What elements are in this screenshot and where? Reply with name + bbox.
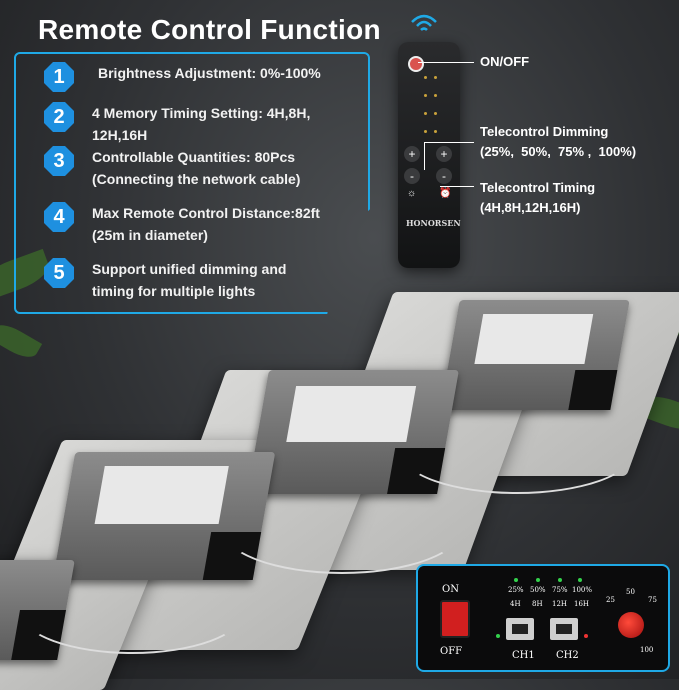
switch-on-label: ON [442,584,459,595]
dial-label-75: 75 [648,596,657,604]
feature-item-4: 4 Max Remote Control Distance:82ft (25m … [44,202,362,246]
remote-control: + + - - ☼ ⏰ HONORSEN [398,42,461,268]
switch-off-label: OFF [440,646,463,657]
feature-number-badge: 5 [44,258,74,288]
feature-text: Controllable Quantities: 80Pcs (Connecti… [92,149,301,187]
power-button[interactable] [408,56,424,72]
ch1-led [496,634,500,638]
wireless-signal-icon [411,14,437,31]
time-label-12h: 12H [552,600,568,608]
status-led [558,578,562,582]
dim-label-25: 25% [508,586,524,594]
dimming-leader-vertical [424,142,425,170]
network-cable-1 [400,410,634,494]
dim-label-75: 75% [552,586,568,594]
dim-label-100: 100% [572,586,593,594]
features-frame [14,52,370,314]
timing-callout-title: Telecontrol Timing [480,180,596,195]
dimmer-knob[interactable] [618,612,644,638]
feature-item-5: 5 Support unified dimming and timing for… [44,258,362,302]
feature-text: Support unified dimming and timing for m… [92,261,287,299]
status-led [578,578,582,582]
dim-minus-button[interactable]: - [404,168,420,184]
feature-text: Brightness Adjustment: 0%-100% [98,65,321,81]
driver-label [286,386,417,442]
led-driver-1 [440,300,630,410]
control-panel-closeup: ON OFF 25% 50% 75% 100% 4H 8H 12H 16H CH… [416,564,670,672]
driver-label [474,314,594,364]
dim-label-50: 50% [530,586,546,594]
remote-brand-label: HONORSEN [406,218,461,228]
feature-item-1: 1 Brightness Adjustment: 0%-100% [44,62,358,92]
driver-control-face [568,370,618,410]
dial-label-100: 100 [640,646,654,654]
page-title: Remote Control Function [38,14,381,45]
power-switch[interactable] [440,600,470,638]
timer-plus-button[interactable]: + [436,146,452,162]
dimming-leader-line [424,142,474,143]
dial-label-50: 50 [626,588,635,596]
alarm-clock-icon: ⏰ [439,188,452,199]
driver-label [94,466,229,524]
feature-number-badge: 3 [44,146,74,176]
feature-item-2: 2 4 Memory Timing Setting: 4H,8H, 12H,16… [44,102,362,146]
time-label-16h: 16H [574,600,590,608]
timing-leader-line [440,186,474,187]
ch1-network-port[interactable] [506,618,534,640]
onoff-callout: ON/OFF [480,54,530,69]
feature-text: 4 Memory Timing Setting: 4H,8H, 12H,16H [92,105,311,143]
timing-callout-values: (4H,8H,12H,16H) [480,200,581,215]
time-label-4h: 4H [510,600,521,608]
dim-plus-button[interactable]: + [404,146,420,162]
dial-label-25: 25 [606,596,615,604]
brightness-icon: ☼ [407,188,417,199]
network-cable-2 [220,480,464,574]
timer-minus-button[interactable]: - [436,168,452,184]
status-led [536,578,540,582]
feature-item-3: 3 Controllable Quantities: 80Pcs (Connec… [44,146,362,190]
ch2-label: CH2 [556,650,579,661]
plant-leaf-left-lower [0,318,43,364]
feature-text: Max Remote Control Distance:82ft (25m in… [92,205,320,243]
status-led [514,578,518,582]
dimming-callout-title: Telecontrol Dimming [480,124,609,139]
ch2-led [584,634,588,638]
network-cable-3 [20,570,244,654]
feature-number-badge: 2 [44,102,74,132]
onoff-leader-line [418,62,474,63]
time-label-8h: 8H [532,600,543,608]
feature-number-badge: 4 [44,202,74,232]
feature-number-badge: 1 [44,62,74,92]
ch2-network-port[interactable] [550,618,578,640]
dimming-callout-values: (25%, 50%, 75% , 100%) [480,144,637,159]
ch1-label: CH1 [512,650,535,661]
